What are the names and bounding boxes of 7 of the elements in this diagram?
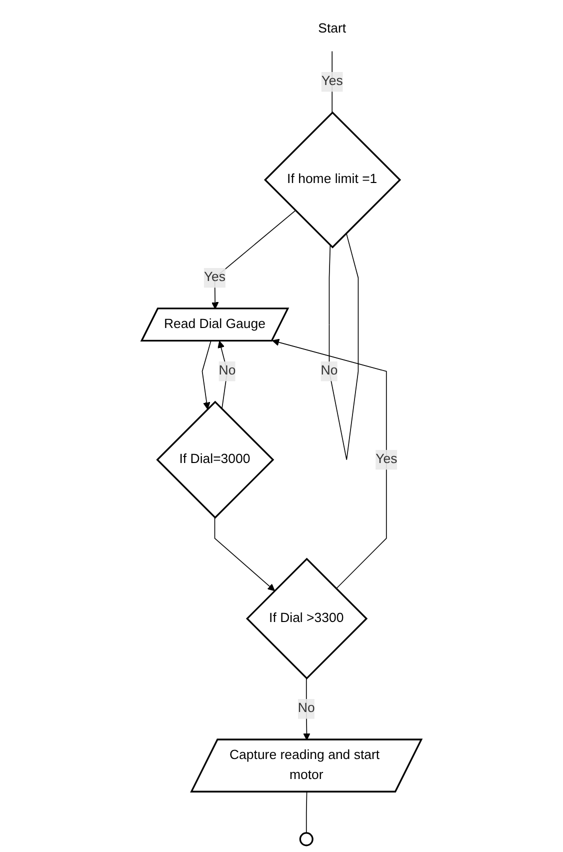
decision-diamond: If Dial >3300 [246,558,368,680]
start-text: Start [318,22,346,36]
decision-diamond: If home limit =1 [264,111,402,248]
io-parallelogram: Read Dial Gauge [140,308,290,342]
io-parallelogram: Capture reading and start motor [190,738,423,792]
decision-diamond: If Dial=3000 [156,400,274,519]
terminator-circle [299,832,314,846]
